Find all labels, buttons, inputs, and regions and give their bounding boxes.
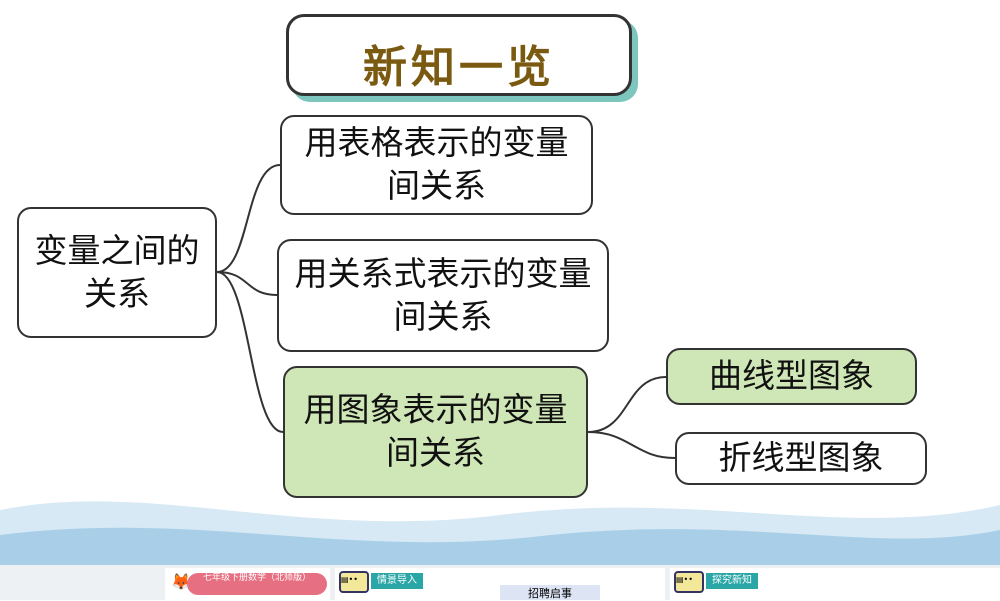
link-root-2 <box>216 271 278 296</box>
mindmap-node-polyline: 折线型图象 <box>675 432 927 485</box>
chat-bubble-icon: ▤•• <box>674 571 704 593</box>
thumbnail-2[interactable]: ▤•• 情景导入 招聘启事 <box>335 568 665 600</box>
thumbnail-1[interactable]: 🦊 七年级下册数学（北师版） <box>165 568 330 600</box>
chat-bubble-icon: ▤•• <box>339 571 369 593</box>
caption: 招聘启事 <box>500 585 600 600</box>
thumbnail-strip: 🦊 七年级下册数学（北师版） ▤•• 情景导入 招聘启事 ▤•• 探究新知 <box>0 565 1000 600</box>
link-3-4 <box>587 376 667 433</box>
title-banner: 新知一览 <box>286 14 632 96</box>
link-3-5 <box>587 431 676 459</box>
mindmap-node-table: 用表格表示的变量间关系 <box>280 115 593 215</box>
section-tag: 情景导入 <box>371 573 423 589</box>
mindmap-node-graph: 用图象表示的变量间关系 <box>283 366 588 498</box>
fox-icon: 🦊 <box>171 572 191 591</box>
thumbnail-3[interactable]: ▤•• 探究新知 <box>670 568 1000 600</box>
slide-title: 新知一览 <box>363 42 555 93</box>
course-label: 七年级下册数学（北师版） <box>187 573 327 595</box>
link-root-3 <box>216 271 284 433</box>
mindmap-node-curve: 曲线型图象 <box>666 348 917 405</box>
link-root-1 <box>216 164 281 273</box>
mindmap-root: 变量之间的关系 <box>17 207 217 338</box>
cloud-wave-decoration <box>0 501 1000 565</box>
section-tag: 探究新知 <box>706 573 758 589</box>
mindmap-node-formula: 用关系式表示的变量间关系 <box>277 239 609 352</box>
slide: 新知一览 变量之间的关系 用表格表示的变量间关系 用关系式表示的变量间关系 用图… <box>0 14 1000 565</box>
connector-lines <box>216 164 676 459</box>
